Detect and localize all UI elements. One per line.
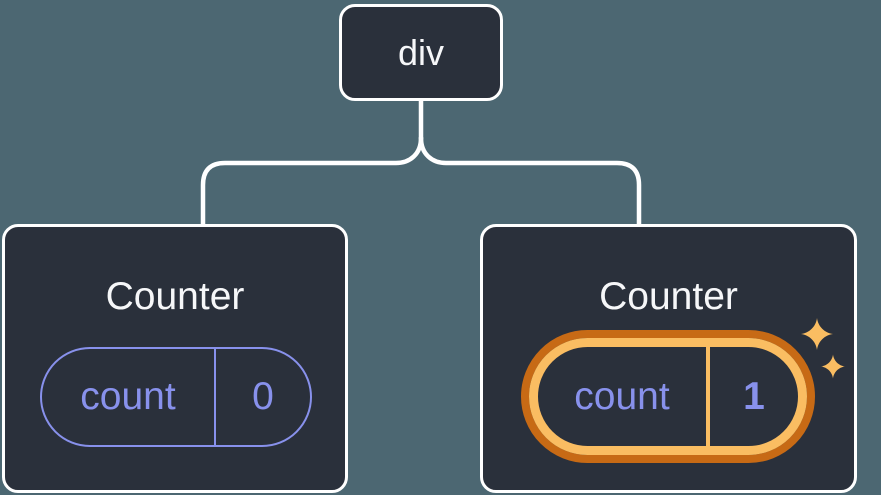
state-pill-highlight-ring: count 1 [529, 338, 807, 455]
sparkle-icon [801, 318, 833, 350]
component-title: Counter [105, 275, 245, 318]
counter-card-left: Counter count 0 [2, 224, 348, 493]
state-pill: count 0 [40, 347, 312, 447]
state-pill-highlighted: count 1 [521, 330, 815, 463]
component-title: Counter [599, 275, 738, 318]
root-node-div: div [339, 4, 503, 101]
state-key-label: count [42, 349, 216, 445]
state-value: 1 [743, 374, 765, 418]
state-value: 0 [252, 375, 274, 418]
sparkle-icon [821, 354, 845, 379]
root-node-label: div [397, 31, 445, 73]
counter-card-right: Counter count 1 [480, 224, 857, 493]
state-key-label: count [538, 347, 710, 446]
